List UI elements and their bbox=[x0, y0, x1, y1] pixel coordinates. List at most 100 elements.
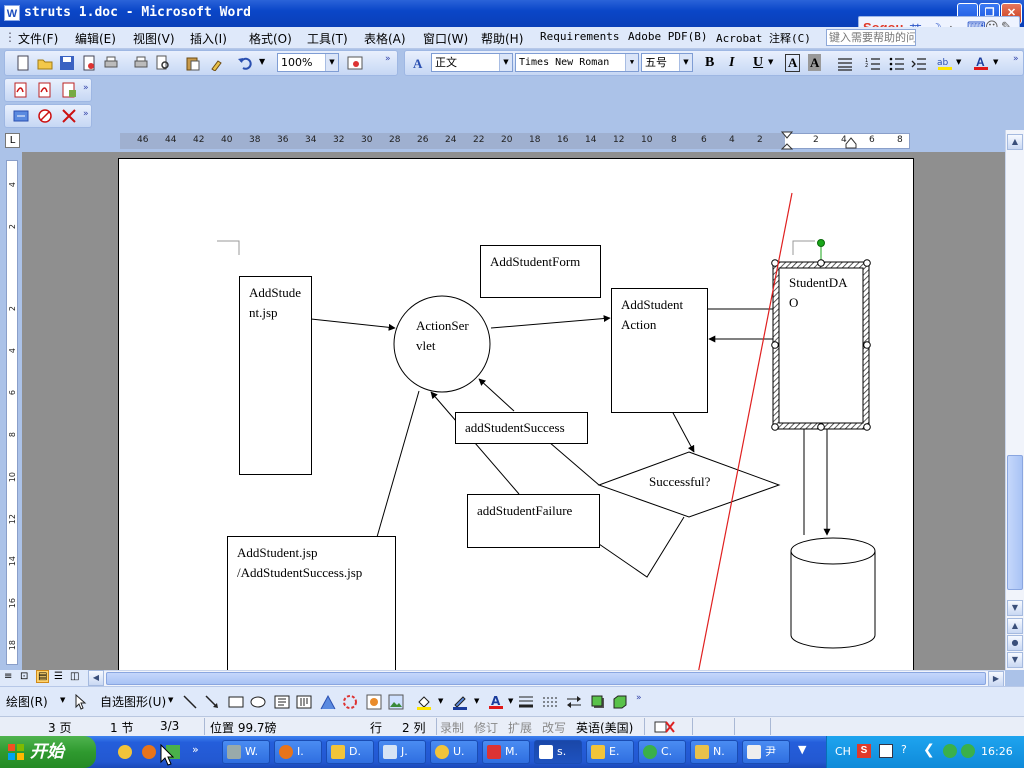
convert-and-review-pdf-icon[interactable] bbox=[61, 82, 77, 98]
tray-help-icon[interactable]: ? bbox=[901, 743, 907, 756]
task-button[interactable]: J. bbox=[378, 740, 426, 764]
bullets-icon[interactable] bbox=[889, 56, 905, 72]
status-record[interactable]: 录制 bbox=[440, 721, 465, 735]
arrow-success-to-servlet[interactable] bbox=[478, 378, 515, 412]
insert-comments-icon[interactable] bbox=[13, 108, 29, 124]
menu-format[interactable]: 格式(O) bbox=[249, 32, 292, 46]
italic-button[interactable]: I bbox=[729, 55, 735, 70]
arrow-action-to-decision[interactable] bbox=[671, 410, 695, 453]
add-success-box[interactable]: addStudentSuccess bbox=[455, 412, 588, 444]
tray-app-icon[interactable] bbox=[961, 744, 975, 758]
vertical-textbox-icon[interactable] bbox=[296, 694, 312, 710]
print-layout-view-icon[interactable]: ▤ bbox=[36, 670, 50, 683]
wordart-icon[interactable] bbox=[320, 694, 336, 710]
show-comments-icon[interactable] bbox=[37, 108, 53, 124]
taskbar-more-icon[interactable]: ▼ bbox=[798, 743, 807, 756]
shadow-style-icon[interactable] bbox=[590, 694, 606, 710]
rectangle-tool-icon[interactable] bbox=[228, 694, 244, 710]
vertical-scroll-thumb[interactable] bbox=[1007, 455, 1023, 590]
horizontal-scroll-thumb[interactable] bbox=[106, 672, 986, 685]
student-dao-box[interactable] bbox=[778, 267, 864, 424]
autoshapes-menu[interactable]: 自选图形(U) bbox=[100, 695, 167, 709]
arrow-tool-icon[interactable] bbox=[204, 694, 220, 710]
scroll-down-button[interactable]: ▼ bbox=[1007, 600, 1023, 616]
numbering-icon[interactable]: 12 bbox=[865, 56, 881, 72]
menu-adobe-pdf[interactable]: Adobe PDF(B) bbox=[628, 30, 708, 43]
select-browse-object-button[interactable]: ● bbox=[1007, 635, 1023, 651]
draw-menu[interactable]: 绘图(R) bbox=[6, 695, 48, 709]
zoom-dropdown-icon[interactable]: ▼ bbox=[325, 54, 338, 71]
style-dropdown-icon[interactable]: ▼ bbox=[499, 54, 512, 71]
line-color-dropdown-icon[interactable]: ▼ bbox=[474, 697, 480, 705]
resize-handles[interactable] bbox=[771, 259, 871, 431]
quicklaunch-icon[interactable] bbox=[118, 745, 132, 759]
oval-tool-icon[interactable] bbox=[250, 694, 266, 710]
action-servlet-circle[interactable] bbox=[393, 295, 491, 393]
sogou-tray-icon[interactable]: S bbox=[857, 744, 871, 758]
result-jsp-box[interactable]: AddStudent.jsp /AddStudentSuccess.jsp bbox=[227, 536, 396, 670]
task-button[interactable]: E. bbox=[586, 740, 634, 764]
print-preview-icon[interactable] bbox=[155, 55, 171, 71]
print-icon[interactable] bbox=[103, 55, 119, 71]
task-button[interactable]: W. bbox=[222, 740, 270, 764]
arrow-servlet-to-action[interactable] bbox=[490, 315, 611, 329]
save-icon[interactable] bbox=[59, 55, 75, 71]
drawing-font-color-icon[interactable]: A bbox=[488, 694, 504, 710]
fill-color-icon[interactable] bbox=[416, 694, 432, 710]
menu-view[interactable]: 视图(V) bbox=[133, 32, 175, 46]
web-view-icon[interactable]: ⊡ bbox=[20, 671, 29, 682]
task-button[interactable]: I. bbox=[274, 740, 322, 764]
addstudent-action-box[interactable]: AddStudent Action bbox=[611, 288, 708, 413]
firefox-quicklaunch-icon[interactable] bbox=[142, 745, 156, 759]
task-button[interactable]: M. bbox=[482, 740, 530, 764]
clipart-icon[interactable] bbox=[366, 694, 382, 710]
menu-help[interactable]: 帮助(H) bbox=[481, 32, 524, 46]
styles-pane-icon[interactable]: A bbox=[411, 55, 427, 71]
dash-style-icon[interactable] bbox=[542, 694, 558, 710]
document-page[interactable]: AddStudent.jsp AddStudentForm AddStudent… bbox=[118, 158, 914, 670]
insert-picture-icon[interactable] bbox=[388, 694, 404, 710]
line-color-icon[interactable] bbox=[452, 694, 468, 710]
font-color-dropdown-icon[interactable]: ▼ bbox=[993, 58, 999, 66]
menu-edit[interactable]: 编辑(E) bbox=[75, 32, 116, 46]
successful-decision-diamond[interactable] bbox=[597, 451, 781, 518]
undo-dropdown-icon[interactable]: ▼ bbox=[259, 57, 266, 66]
convert-to-pdf-icon[interactable] bbox=[13, 82, 29, 98]
menu-acrobat-comments[interactable]: Acrobat 注释(C) bbox=[716, 32, 811, 45]
drawing-options-icon[interactable]: » bbox=[636, 693, 642, 703]
quicklaunch-more-icon[interactable]: » bbox=[192, 743, 199, 756]
paste-icon[interactable] bbox=[185, 55, 201, 71]
3d-style-icon[interactable] bbox=[612, 694, 628, 710]
right-indent-marker-icon[interactable] bbox=[845, 137, 857, 149]
menu-window[interactable]: 窗口(W) bbox=[423, 32, 469, 46]
tab-selector-icon[interactable]: L bbox=[5, 133, 20, 148]
select-objects-icon[interactable] bbox=[72, 694, 88, 710]
document-area[interactable]: AddStudent.jsp AddStudentForm AddStudent… bbox=[22, 152, 1005, 670]
read-mode-icon[interactable] bbox=[347, 55, 363, 71]
font-size-combo[interactable]: 五号▼ bbox=[641, 53, 693, 72]
style-combo[interactable]: 正文▼ bbox=[431, 53, 513, 72]
vertical-scrollbar[interactable]: ▲ ▼ ▲ ● ▼ bbox=[1005, 130, 1024, 670]
addstudent-form-box[interactable]: AddStudentForm bbox=[480, 245, 601, 298]
tray-language[interactable]: CH bbox=[835, 745, 851, 758]
word-app-icon[interactable]: W bbox=[4, 5, 20, 21]
help-search-input[interactable]: 键入需要帮助的问题 bbox=[826, 29, 916, 46]
scroll-up-button[interactable]: ▲ bbox=[1007, 134, 1023, 150]
red-drawn-line[interactable] bbox=[697, 192, 793, 670]
drawing-font-color-dropdown-icon[interactable]: ▼ bbox=[508, 697, 514, 705]
status-extend[interactable]: 扩展 bbox=[508, 721, 533, 735]
indent-marker-icon[interactable] bbox=[781, 131, 793, 151]
undo-icon[interactable] bbox=[237, 55, 253, 71]
underline-button[interactable]: U bbox=[753, 55, 764, 70]
normal-view-icon[interactable]: ≡ bbox=[4, 671, 13, 682]
character-border-button[interactable]: A bbox=[785, 54, 801, 72]
font-color-icon[interactable]: A bbox=[973, 55, 989, 71]
start-button[interactable]: 开始 bbox=[0, 736, 96, 768]
tray-clock[interactable]: 16:26 bbox=[981, 745, 1013, 758]
previous-page-button[interactable]: ▲ bbox=[1007, 618, 1023, 634]
add-failure-box[interactable]: addStudentFailure bbox=[467, 494, 600, 548]
horizontal-ruler[interactable]: L 46 44 42 40 38 36 34 32 30 28 26 24 22… bbox=[0, 130, 1024, 152]
highlight-icon[interactable]: ab bbox=[937, 55, 953, 71]
menu-file[interactable]: 文件(F) bbox=[18, 32, 59, 46]
horizontal-scrollbar[interactable]: ▶ bbox=[104, 670, 1005, 687]
